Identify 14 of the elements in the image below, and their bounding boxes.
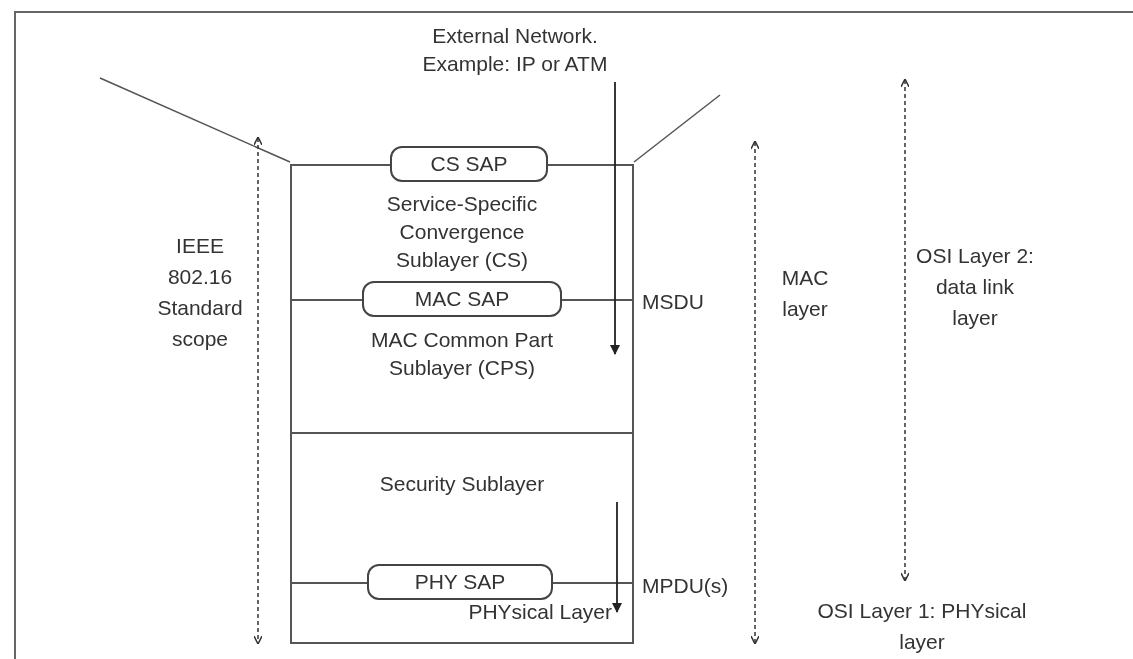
sap-box: MAC SAP [362, 281, 562, 317]
arrow [610, 81, 620, 355]
scope-label: OSI Layer 1: PHYsical layer [816, 598, 1028, 655]
scope-label: MAC layer [780, 265, 830, 322]
layer-label: Security Sublayer [352, 470, 572, 498]
layer-label: External Network. Example: IP or ATM [400, 22, 630, 78]
layer-label: Service-Specific Convergence Sublayer (CS) [362, 190, 562, 274]
arrow [612, 501, 622, 613]
sap-box: PHY SAP [367, 564, 553, 600]
scope-label: OSI Layer 2: data link layer [915, 243, 1035, 331]
layer-label: MAC Common Part Sublayer (CPS) [362, 326, 562, 382]
scope-label: IEEE 802.16 Standard scope [156, 233, 244, 352]
sap-box: CS SAP [390, 146, 548, 182]
layer-label: PHYsical Layer [300, 598, 612, 626]
